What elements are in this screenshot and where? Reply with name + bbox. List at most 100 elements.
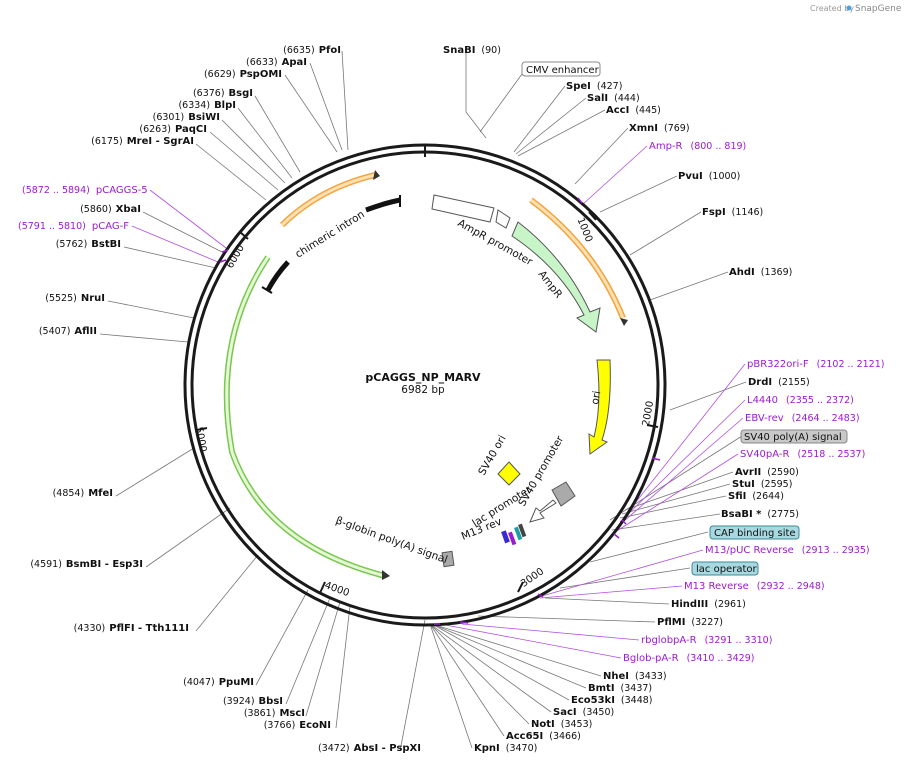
primer-pcag-f: (5791 .. 5810)pCAG-F (18, 221, 129, 232)
enzyme-name: MfeI (88, 488, 113, 499)
enzyme-name: SacI (553, 707, 577, 718)
enzyme-position: (769) (664, 123, 690, 134)
primer-name: Amp-R (649, 141, 683, 152)
enzyme-name: BsmBI - Esp3I (66, 559, 143, 570)
sv40-promoter-arrow (529, 499, 557, 523)
enzyme-position: (6334) (178, 100, 210, 111)
leader-lines (99, 50, 747, 752)
enzyme-position: (2775) (767, 509, 799, 520)
enzyme-bbsi: BbsI (3924) (223, 696, 283, 707)
enzyme-name: BbsI (259, 696, 283, 707)
enzyme-position: (3924) (223, 696, 255, 707)
enzyme-eco53ki: Eco53kI(3448) (571, 695, 653, 706)
enzyme-position: (2590) (767, 467, 799, 478)
enzyme-name: NotI (531, 719, 555, 730)
primer-position: (2102 .. 2121) (817, 359, 885, 370)
beta-globin-polya-feature (441, 550, 455, 568)
sv40-promoter-block (551, 481, 576, 507)
enzyme-position: (6633) (246, 57, 278, 68)
enzyme-name: MreI - SgrAI (127, 136, 194, 147)
enzyme-position: (3437) (621, 683, 653, 694)
primer-position: (2518 .. 2537) (797, 449, 865, 460)
enzyme-position: (6263) (139, 124, 171, 135)
enzyme-position: (445) (635, 105, 661, 116)
enzyme-acc65i: Acc65I(3466) (506, 731, 581, 742)
enzyme-stui: StuI(2595) (732, 479, 792, 490)
primer-name: pBR322ori-F (747, 359, 809, 370)
enzyme-mrei-sgrai: MreI - SgrAI (6175) (91, 136, 194, 147)
primer-position: (800 .. 819) (691, 141, 747, 152)
enzyme-bmti: BmtI(3437) (588, 683, 652, 694)
enzyme-name: AbsI - PspXI (354, 743, 421, 754)
snapgene-credit: Created by SnapGene (810, 4, 902, 14)
enzyme-absi-pspxi: AbsI - PspXI (3472) (318, 743, 421, 754)
primer-position: (2464 .. 2483) (792, 413, 860, 424)
enzyme-acci: AccI (445) (606, 105, 661, 116)
primer-sv40pa-r: SV40pA-R(2518 .. 2537) (740, 449, 865, 460)
enzyme-sali: SalI (444) (587, 93, 640, 104)
enzyme-position: (444) (614, 93, 640, 104)
enzyme-name: PspOMI (240, 69, 282, 80)
enzyme-position: (3470) (506, 743, 538, 754)
enzyme-name: PflMI (657, 617, 685, 628)
enzyme-bsiwi: BsiWI(6301) (153, 112, 220, 123)
enzyme-position: (6635) (283, 45, 315, 56)
enzyme-name: DrdI (748, 377, 772, 388)
feature-label-globin-poly-a-signal: β-globin poly(A) signal (334, 515, 449, 567)
enzyme-labels-left: PfoI(6635)ApaI(6633)PspOMI(6629)BsgI(637… (30, 45, 421, 754)
cmv-enhancer-label: CMV enhancer (526, 65, 600, 76)
enzyme-name: EcoNI (299, 720, 331, 731)
enzyme-position: (6175) (91, 136, 123, 147)
enzyme-xmni: XmnI(769) (629, 123, 690, 134)
enzyme-name: SnaBI (443, 45, 475, 56)
enzyme-position: (3227) (691, 617, 723, 628)
enzyme-name: XbaI (116, 204, 141, 215)
primer-l4440: L4440(2355 .. 2372) (747, 395, 854, 406)
enzyme-pvui: PvuI(1000) (678, 171, 740, 182)
lac-operator-label: lac operator (696, 564, 757, 575)
primer-leader-lines (131, 145, 746, 659)
chimeric-intron-arc (365, 197, 401, 213)
enzyme-name: SalI (587, 93, 608, 104)
enzyme-name: BsiWI (188, 112, 220, 123)
enzyme-position: (3453) (561, 719, 593, 730)
enzyme-position: (4047) (183, 677, 215, 688)
enzyme-snabi: SnaBI(90) (443, 45, 501, 56)
enzyme-xbai: XbaI(5860) (80, 204, 141, 215)
primer-ebv-rev: EBV-rev(2464 .. 2483) (745, 413, 860, 424)
primer-position: (2913 .. 2935) (802, 545, 870, 556)
primer-name: pCAGGS-5 (96, 185, 148, 196)
primer-bglob-pa-r: Bglob-pA-R(3410 .. 3429) (623, 653, 754, 664)
plasmid-size: 6982 bp (401, 384, 445, 396)
enzyme-name: AvrII (735, 467, 761, 478)
m13-rev-feature (508, 531, 517, 546)
snapgene-logo-icon (846, 5, 852, 11)
primer-pcaggs-5: (5872 .. 5894)pCAGGS-5 (22, 185, 148, 196)
enzyme-kpni: KpnI (3470) (474, 743, 537, 754)
enzyme-saci: SacI(3450) (553, 707, 614, 718)
enzyme-name: SpeI (566, 81, 591, 92)
enzyme-ppumi: PpuMI(4047) (183, 677, 254, 688)
primer-name: Bglob-pA-R (623, 653, 679, 664)
enzyme-position: (3861) (244, 708, 276, 719)
enzyme-pflfi-tth111i: PflFI - Tth111I(4330) (74, 623, 189, 634)
enzyme-name: KpnI (474, 743, 500, 754)
ampr-feature-arrow (511, 221, 601, 333)
enzyme-name: PfoI (319, 45, 341, 56)
feature-label-ori: ori (589, 390, 603, 406)
enzyme-fspi: FspI(1146) (702, 207, 763, 218)
enzyme-name: AccI (606, 105, 629, 116)
primer-position: (2355 .. 2372) (786, 395, 854, 406)
tick-marks (196, 146, 659, 594)
enzyme-position: (2595) (761, 479, 793, 490)
feature-label-chimeric-intron: chimeric intron (293, 208, 367, 260)
enzyme-position: (6376) (193, 88, 225, 99)
primer-position: (5791 .. 5810) (18, 221, 86, 232)
primer-name: M13 Reverse (684, 581, 749, 592)
snapgene-brand: SnapGene (855, 4, 902, 14)
primer-m13-puc-reverse: M13/pUC Reverse(2913 .. 2935) (705, 545, 870, 556)
enzyme-position: (3472) (318, 743, 350, 754)
enzyme-ahdi: AhdI(1369) (729, 267, 792, 278)
primer-position: (3291 .. 3310) (705, 635, 773, 646)
